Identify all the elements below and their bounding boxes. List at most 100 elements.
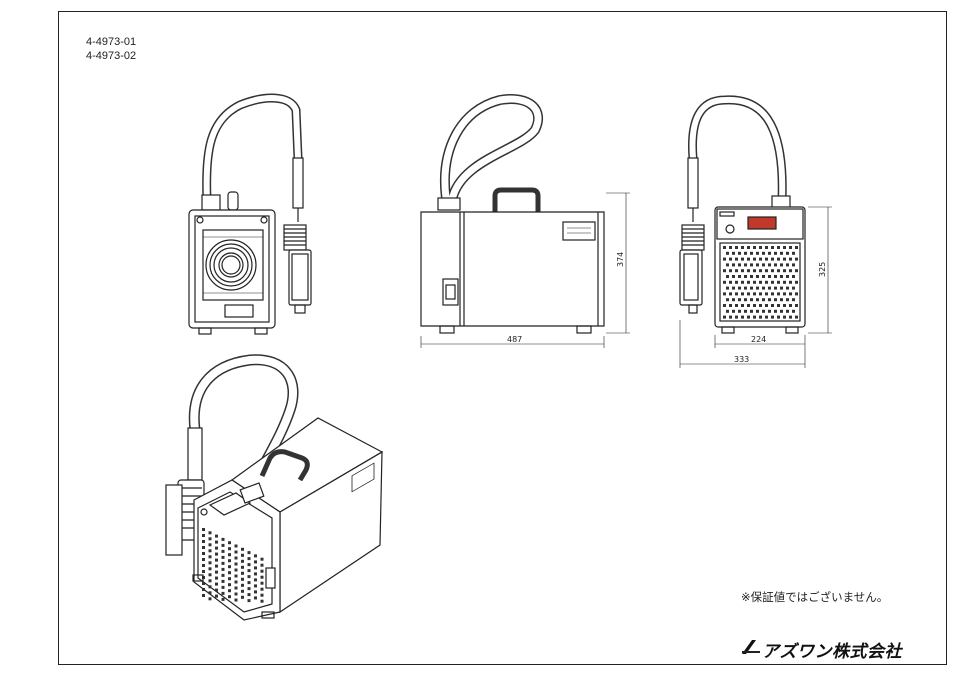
grille-hole <box>208 543 212 547</box>
grille-hole <box>741 315 744 319</box>
grille-hole <box>783 280 786 284</box>
grille-hole <box>735 257 738 261</box>
grille-hole <box>762 251 765 255</box>
grille-hole <box>756 263 759 267</box>
grille-hole <box>208 567 212 571</box>
grille-hole <box>741 280 744 284</box>
grille-hole <box>756 251 759 255</box>
grille-hole <box>789 280 792 284</box>
grille-hole <box>254 572 257 576</box>
grille-hole <box>215 570 218 574</box>
brand-logo-mark <box>742 640 760 654</box>
grille-hole <box>759 304 762 307</box>
grille-hole <box>789 257 792 261</box>
grille-hole <box>765 304 768 307</box>
grille-hole <box>726 298 729 302</box>
grille-hole <box>247 557 251 561</box>
grille-hole <box>732 286 735 290</box>
grille-hole <box>762 286 765 290</box>
grille-hole <box>247 569 251 573</box>
grille-hole <box>795 246 798 249</box>
grille-hole <box>234 568 238 572</box>
grille-hole <box>215 546 218 550</box>
grille-hole <box>221 549 225 553</box>
grille-hole <box>228 553 231 557</box>
grille-hole <box>744 298 747 302</box>
grille-hole <box>753 280 756 284</box>
grille-hole <box>723 280 726 284</box>
grille-hole <box>729 315 732 319</box>
grille-hole <box>771 269 774 273</box>
grille-hole <box>774 286 777 290</box>
grille-hole <box>735 280 738 284</box>
grille-hole <box>768 286 771 290</box>
grille-hole <box>729 280 732 284</box>
grille-hole <box>753 269 756 273</box>
grille-hole <box>774 275 777 278</box>
grille-hole <box>228 565 231 569</box>
grille-hole <box>762 263 765 267</box>
grille-hole <box>759 315 762 319</box>
grille-hole <box>795 280 798 284</box>
grille-hole <box>744 275 747 278</box>
grille-hole <box>215 594 218 598</box>
grille-hole <box>729 292 732 296</box>
grille-hole <box>215 552 218 556</box>
grille-hole <box>753 292 756 296</box>
grille-hole <box>741 292 744 296</box>
grille-hole <box>202 588 205 591</box>
grille-hole <box>215 534 218 538</box>
front-view <box>188 93 312 335</box>
grille-hole <box>783 315 786 319</box>
grille-hole <box>215 540 218 544</box>
grille-hole <box>228 559 231 563</box>
grille-hole <box>771 280 774 284</box>
grille-hole <box>777 269 780 273</box>
grille-hole <box>241 577 244 581</box>
grille-hole <box>215 576 218 580</box>
grille-hole <box>729 246 732 249</box>
grille-hole <box>756 298 759 302</box>
grille-hole <box>753 257 756 261</box>
grille-hole <box>783 304 786 307</box>
grille-hole <box>771 246 774 249</box>
grille-hole <box>215 558 218 562</box>
grille-hole <box>741 269 744 273</box>
grille-hole <box>762 309 765 313</box>
grille-hole <box>254 584 257 588</box>
grille-hole <box>789 269 792 273</box>
grille-hole <box>228 595 231 599</box>
grille-hole <box>765 269 768 273</box>
grille-hole <box>738 286 741 290</box>
grille-hole <box>744 309 747 313</box>
grille-hole <box>735 304 738 307</box>
grille-hole <box>234 544 238 548</box>
grille-hole <box>202 534 205 537</box>
grille-hole <box>221 597 225 601</box>
grille-hole <box>759 257 762 261</box>
grille-hole <box>777 292 780 296</box>
grille-hole <box>750 263 753 267</box>
grille-hole <box>780 298 783 302</box>
grille-hole <box>789 246 792 249</box>
grille-hole <box>762 275 765 278</box>
grille-hole <box>777 315 780 319</box>
grille-hole <box>221 579 225 583</box>
grille-hole <box>221 561 225 565</box>
grille-hole <box>241 553 244 557</box>
grille-hole <box>729 257 732 261</box>
grille-hole <box>208 591 212 595</box>
grille-hole <box>762 298 765 302</box>
grille-hole <box>208 585 212 589</box>
grille-hole <box>202 570 205 573</box>
grille-hole <box>215 582 218 586</box>
side-height-label: 374 <box>616 252 625 267</box>
grille-hole <box>723 269 726 273</box>
grille-hole <box>792 286 795 290</box>
grille-hole <box>260 599 264 603</box>
grille-hole <box>774 298 777 302</box>
grille-hole <box>747 315 750 319</box>
grille-hole <box>774 251 777 255</box>
grille-hole <box>260 587 264 591</box>
grille-hole <box>247 593 251 597</box>
